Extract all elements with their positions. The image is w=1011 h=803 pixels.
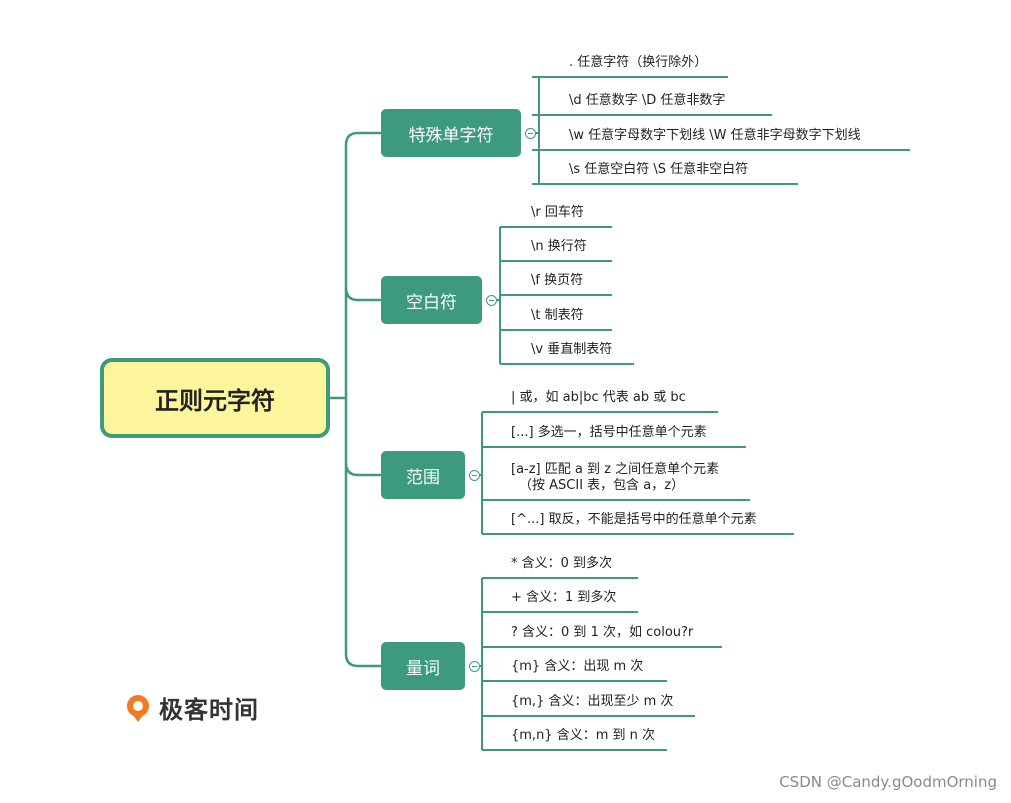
leaf-text: \w 任意字母数字下划线 \W 任意非字母数字下划线 — [569, 128, 861, 143]
leaf-text: | 或，如 ab|bc 代表 ab 或 bc — [511, 390, 686, 405]
leaf-item[interactable]: [^...] 取反，不能是括号中的任意单个元素 — [511, 512, 757, 528]
leaf-item[interactable]: . 任意字符（换行除外） — [569, 55, 707, 71]
leaf-text: {m} 含义：出现 m 次 — [511, 659, 644, 674]
root-node[interactable]: 正则元字符 — [100, 358, 330, 438]
leaf-item[interactable]: \d 任意数字 \D 任意非数字 — [569, 93, 725, 109]
leaf-text: {m,n} 含义：m 到 n 次 — [511, 728, 656, 743]
leaf-item[interactable]: + 含义：1 到多次 — [511, 590, 616, 606]
leaf-item[interactable]: {m,n} 含义：m 到 n 次 — [511, 728, 655, 744]
leaf-item[interactable]: \t 制表符 — [531, 308, 584, 324]
leaf-text: \f 换页符 — [531, 273, 584, 288]
leaf-text: [...] 多选一，括号中任意单个元素 — [511, 425, 707, 440]
leaf-item[interactable]: {m} 含义：出现 m 次 — [511, 659, 643, 675]
collapse-toggle-icon[interactable] — [525, 127, 536, 139]
leaf-text: \v 垂直制表符 — [531, 342, 613, 357]
leaf-item[interactable]: [...] 多选一，括号中任意单个元素 — [511, 425, 707, 441]
leaf-text: \d 任意数字 \D 任意非数字 — [569, 93, 726, 108]
leaf-item[interactable]: \v 垂直制表符 — [531, 342, 612, 358]
logo-text: 极客时间 — [159, 696, 259, 724]
collapse-toggle-icon[interactable] — [486, 294, 497, 306]
leaf-text: \r 回车符 — [531, 205, 584, 220]
leaf-text: \t 制表符 — [531, 308, 584, 323]
leaf-text: [^...] 取反，不能是括号中的任意单个元素 — [511, 512, 757, 527]
leaf-item[interactable]: \s 任意空白符 \S 任意非空白符 — [569, 162, 748, 178]
geektime-logo-icon — [127, 694, 149, 722]
leaf-text: \n 换行符 — [531, 239, 587, 254]
geektime-logo: 极客时间 — [123, 690, 259, 725]
leaf-item[interactable]: \w 任意字母数字下划线 \W 任意非字母数字下划线 — [569, 128, 861, 144]
category-node[interactable]: 空白符 — [381, 276, 482, 324]
leaf-item[interactable]: * 含义：0 到多次 — [511, 556, 612, 572]
leaf-text: . 任意字符（换行除外） — [569, 55, 708, 70]
leaf-text: （按 ASCII 表，包含 a，z） — [519, 478, 685, 493]
leaf-text: [a-z] 匹配 a 到 z 之间任意单个元素 — [511, 462, 720, 477]
leaf-item[interactable]: {m,} 含义：出现至少 m 次 — [511, 694, 673, 710]
leaf-text: \s 任意空白符 \S 任意非空白符 — [569, 162, 749, 177]
category-node[interactable]: 范围 — [381, 451, 465, 499]
watermark-text: CSDN @Candy.gOodmOrning — [779, 773, 997, 791]
category-node[interactable]: 特殊单字符 — [381, 109, 521, 157]
collapse-toggle-icon[interactable] — [469, 660, 480, 672]
leaf-item[interactable]: [a-z] 匹配 a 到 z 之间任意单个元素（按 ASCII 表，包含 a，z… — [511, 462, 719, 494]
leaf-item[interactable]: \f 换页符 — [531, 273, 583, 289]
leaf-text: {m,} 含义：出现至少 m 次 — [511, 694, 674, 709]
category-node[interactable]: 量词 — [381, 642, 465, 690]
leaf-text: * 含义：0 到多次 — [511, 556, 613, 571]
leaf-text: + 含义：1 到多次 — [511, 590, 617, 605]
collapse-toggle-icon[interactable] — [469, 469, 480, 481]
leaf-item[interactable]: | 或，如 ab|bc 代表 ab 或 bc — [511, 390, 686, 406]
leaf-item[interactable]: \n 换行符 — [531, 239, 587, 255]
leaf-item[interactable]: \r 回车符 — [531, 205, 584, 221]
leaf-item[interactable]: ? 含义：0 到 1 次，如 colou?r — [511, 625, 693, 641]
leaf-text: ? 含义：0 到 1 次，如 colou?r — [511, 625, 694, 640]
